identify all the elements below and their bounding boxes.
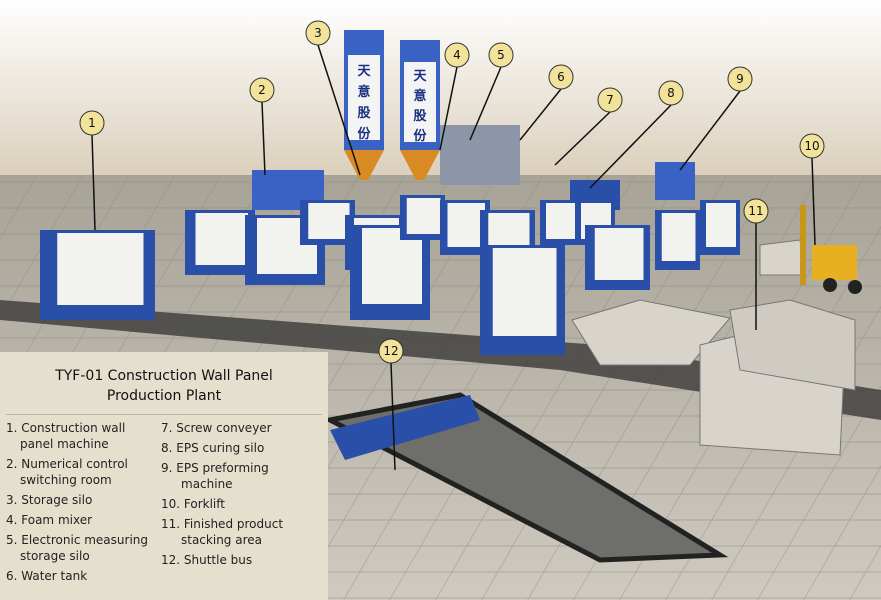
legend-item: 5. Electronic measuring storage silo xyxy=(6,533,149,563)
panel-machine xyxy=(350,225,430,320)
callout-3: 3 xyxy=(305,20,361,176)
panel-machine xyxy=(480,245,565,355)
callout-1: 1 xyxy=(79,110,105,231)
panel-machine xyxy=(655,210,700,270)
legend-item: 11. Finished product stacking area xyxy=(161,517,284,547)
legend-item: 2. Numerical control switching room xyxy=(6,457,128,487)
svg-text:4: 4 xyxy=(453,48,461,62)
svg-text:2: 2 xyxy=(258,83,266,97)
legend-item: 7. Screw conveyer xyxy=(161,421,272,435)
panel-machine xyxy=(540,200,580,245)
svg-text:股: 股 xyxy=(357,106,370,121)
callout-8: 8 xyxy=(589,80,684,189)
callout-9: 9 xyxy=(679,66,753,171)
legend-item: 8. EPS curing silo xyxy=(161,441,265,455)
legend-column-right: 7. Screw conveyer 8. EPS curing silo 9. … xyxy=(161,420,316,588)
svg-text:意: 意 xyxy=(413,88,426,104)
legend-item: 6. Water tank xyxy=(6,569,88,583)
svg-text:股: 股 xyxy=(413,109,426,124)
legend-item: 1. Construction wall panel machine xyxy=(6,421,126,451)
svg-text:份: 份 xyxy=(357,126,371,142)
svg-text:12: 12 xyxy=(383,344,398,358)
legend-item: 4. Foam mixer xyxy=(6,513,93,527)
panel-machine xyxy=(40,230,155,320)
callout-5: 5 xyxy=(469,42,514,141)
forklift xyxy=(800,205,862,294)
panel-machine xyxy=(400,195,445,240)
svg-text:5: 5 xyxy=(497,48,505,62)
rail-pit xyxy=(0,300,881,420)
legend-item: 9. EPS preforming machine xyxy=(161,461,269,491)
legend-item: 10. Forklift xyxy=(161,497,225,511)
wall-panel-machines xyxy=(40,195,740,355)
svg-text:份: 份 xyxy=(413,128,427,144)
legend-item: 12. Shuttle bus xyxy=(161,553,253,567)
svg-text:天: 天 xyxy=(413,69,427,84)
eps-preforming-machine xyxy=(655,162,695,200)
panel-machine xyxy=(585,225,650,290)
callout-11: 11 xyxy=(743,198,769,330)
storage-silos: 天 意 股 份 天 意 股 份 xyxy=(344,30,440,180)
callout-2: 2 xyxy=(249,77,275,176)
mixer-platform xyxy=(440,125,520,185)
callout-4: 4 xyxy=(439,42,470,151)
svg-text:3: 3 xyxy=(314,26,322,40)
svg-text:10: 10 xyxy=(804,139,819,153)
shuttle-pit xyxy=(322,392,729,563)
svg-text:1: 1 xyxy=(88,116,96,130)
finished-product-stacks xyxy=(571,239,856,456)
svg-text:8: 8 xyxy=(667,86,675,100)
svg-text:天: 天 xyxy=(357,64,371,79)
panel-machine xyxy=(700,200,740,255)
svg-text:意: 意 xyxy=(357,84,370,100)
legend-column-left: 1. Construction wall panel machine 2. Nu… xyxy=(6,420,161,588)
legend-item: 3. Storage silo xyxy=(6,493,93,507)
callout-6: 6 xyxy=(519,64,574,141)
svg-text:11: 11 xyxy=(748,204,763,218)
callout-7: 7 xyxy=(554,87,623,166)
svg-text:6: 6 xyxy=(557,70,565,84)
callout-10: 10 xyxy=(799,133,825,246)
callout-12: 12 xyxy=(378,338,404,471)
shuttle-bus xyxy=(330,395,480,460)
svg-text:7: 7 xyxy=(606,93,614,107)
panel-machine xyxy=(185,210,255,275)
svg-text:9: 9 xyxy=(736,72,744,86)
legend-divider xyxy=(6,414,322,415)
